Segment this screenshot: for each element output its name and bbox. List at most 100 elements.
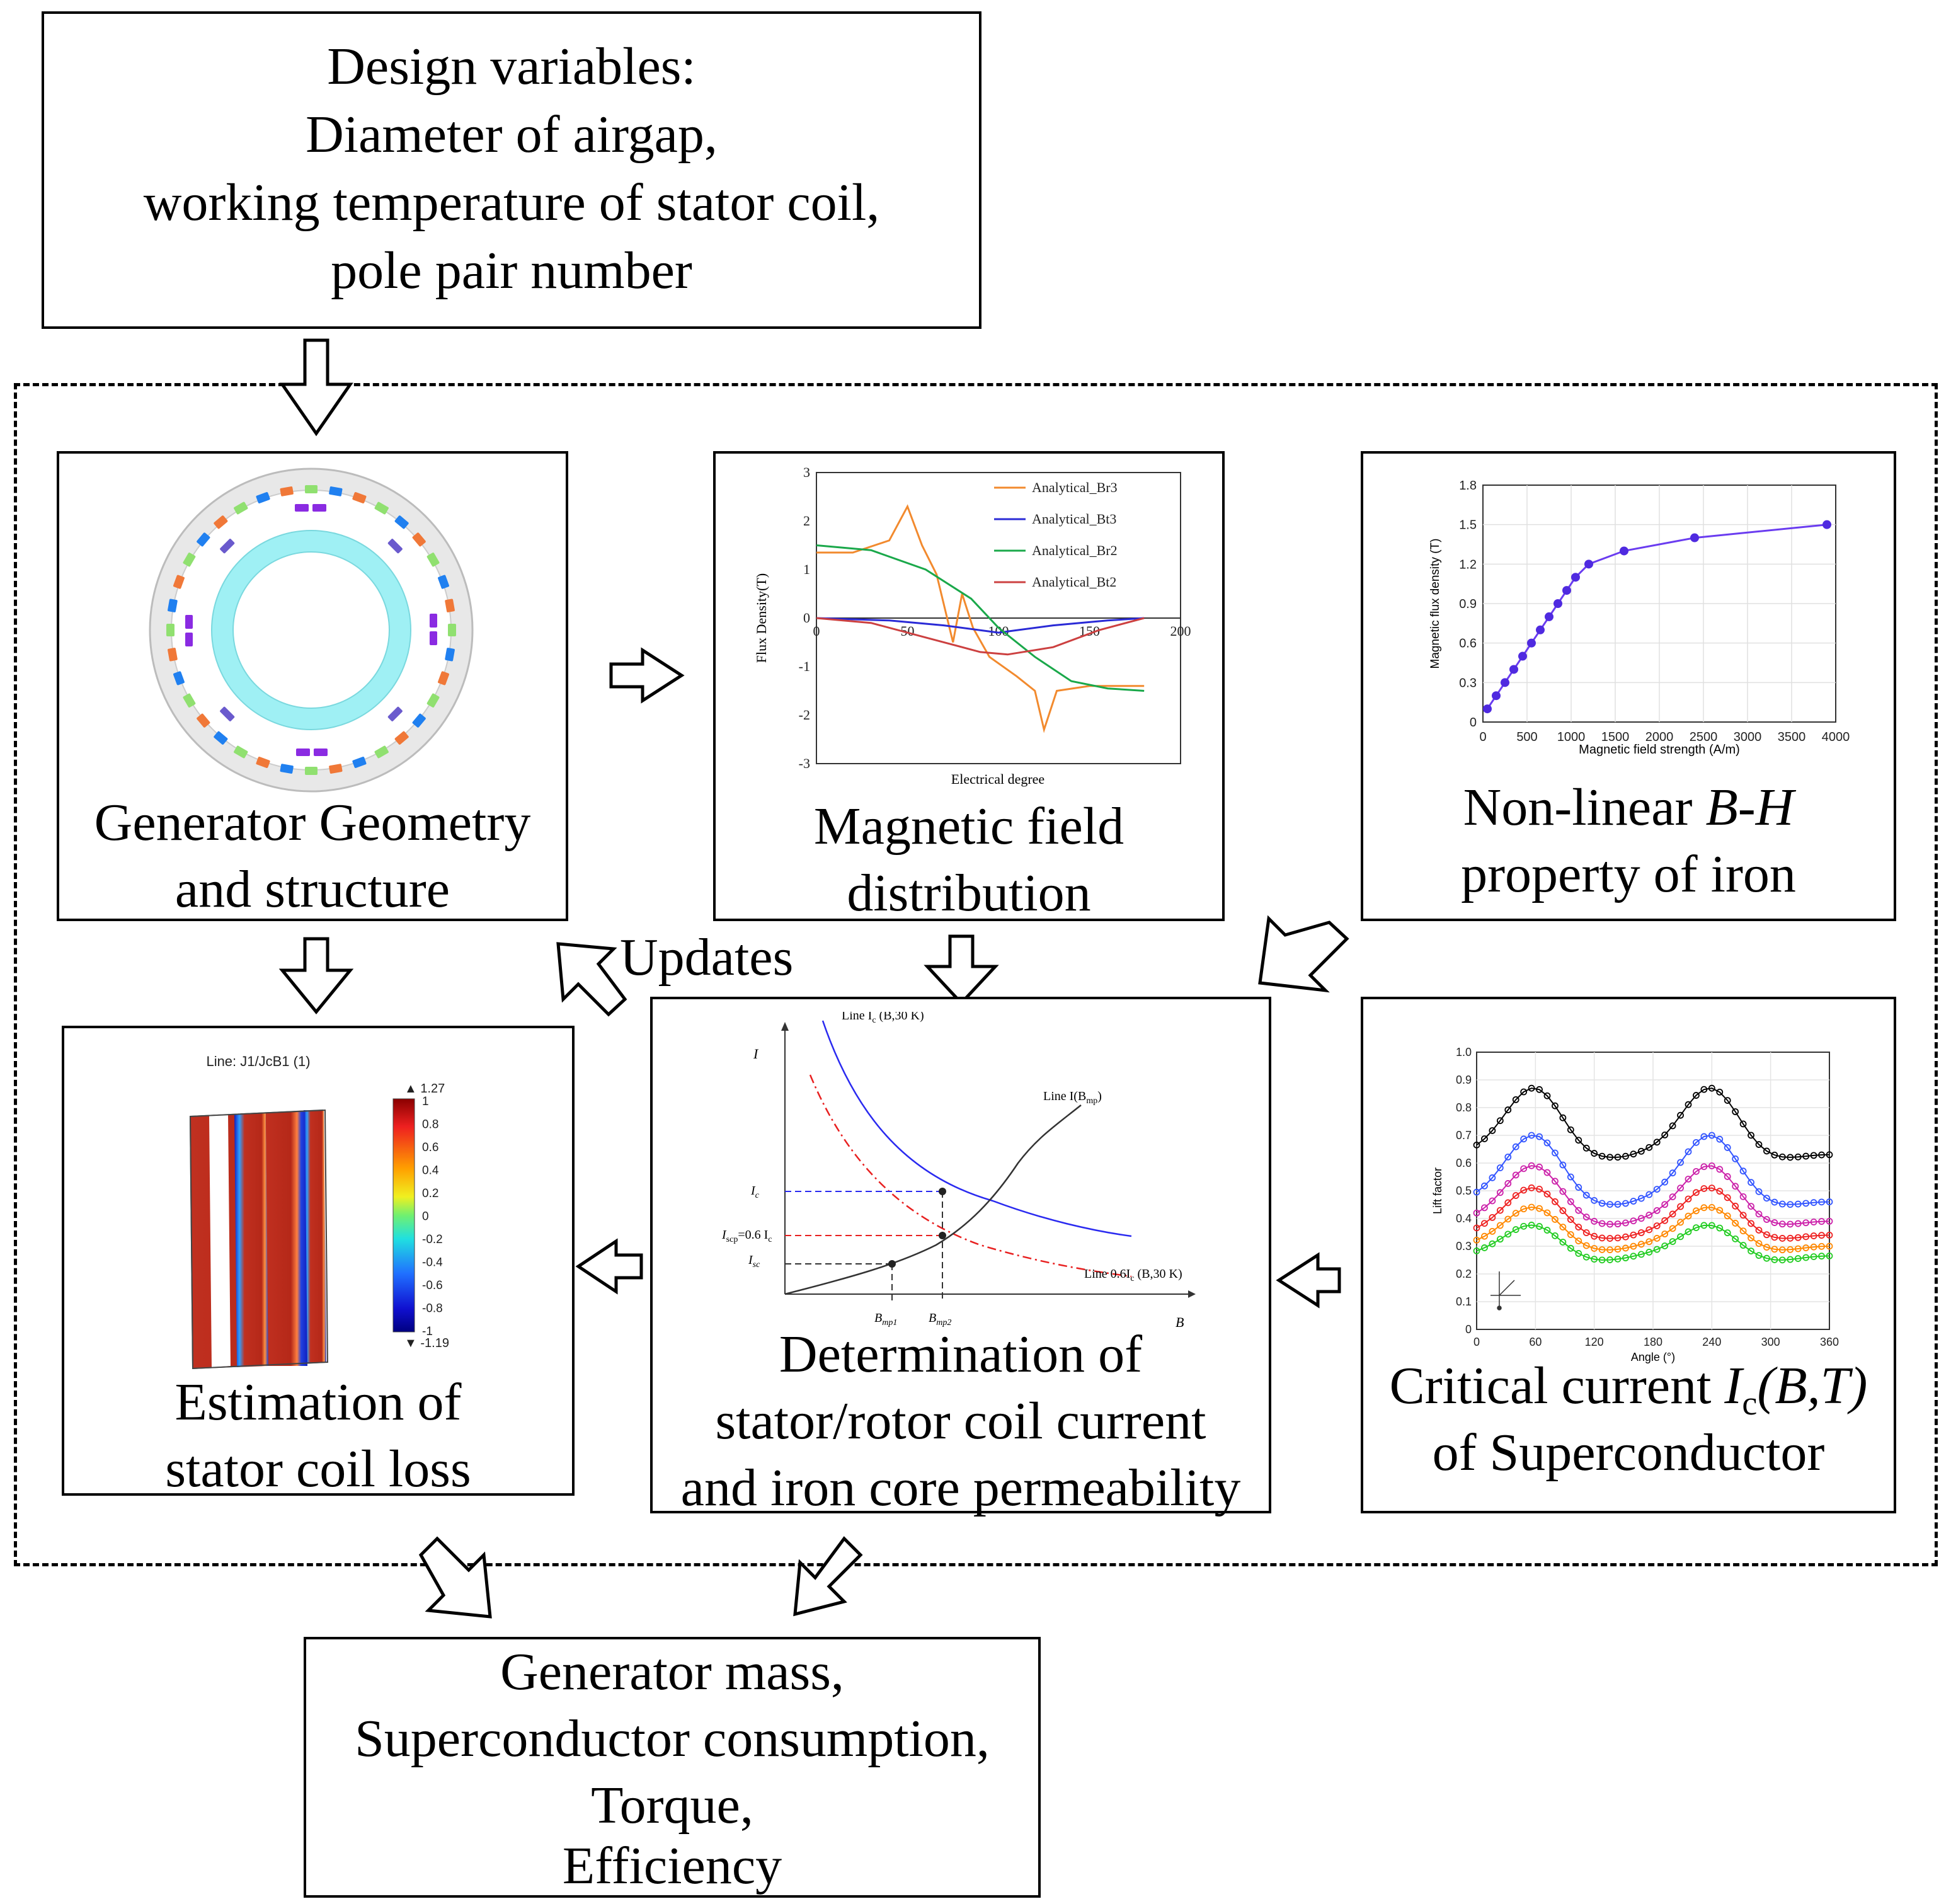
lift-series-marker	[1496, 1117, 1504, 1125]
bh-xlabel: Magnetic field strength (A/m)	[1579, 743, 1740, 757]
critical-caption-sub: c	[1742, 1384, 1758, 1422]
stator-slot	[197, 532, 210, 547]
flux-curves	[816, 504, 1145, 733]
lift-series-marker	[1637, 1215, 1645, 1222]
lift-series-marker	[1810, 1243, 1817, 1251]
flux-y-tick: -1	[799, 658, 810, 674]
flux-ylabel: Flux Density(T)	[753, 573, 769, 663]
lift-series-marker	[1778, 1153, 1786, 1161]
lift-series-marker	[1763, 1216, 1770, 1223]
loss-scale-tick: -1	[422, 1325, 433, 1338]
lift-series-marker	[1677, 1159, 1684, 1166]
lift-y-tick: 0.8	[1456, 1101, 1472, 1114]
lift-series-marker	[1653, 1222, 1661, 1230]
lift-series-marker	[1489, 1127, 1496, 1134]
lift-series-line	[1476, 1206, 1830, 1251]
loss-color-scale: 10.80.60.40.20-0.2-0.4-0.6-0.8-1	[422, 1095, 443, 1338]
lift-series-marker	[1716, 1188, 1724, 1195]
lift-series-marker	[1552, 1232, 1559, 1239]
lift-series-marker	[1520, 1135, 1528, 1143]
arrow-bh-to-determination	[1258, 915, 1349, 993]
lift-series-marker	[1716, 1224, 1724, 1232]
lift-series-marker	[1543, 1139, 1551, 1147]
bh-y-tick: 1.5	[1459, 519, 1477, 532]
lift-series-marker	[1520, 1088, 1528, 1096]
lift-series-marker	[1536, 1133, 1543, 1140]
lift-series-marker	[1543, 1209, 1551, 1217]
lift-series-marker	[1669, 1225, 1676, 1232]
lift-series-marker	[1582, 1213, 1590, 1221]
stator-slot	[445, 599, 455, 612]
lift-series-marker	[1512, 1171, 1519, 1179]
lift-series-marker	[1771, 1198, 1778, 1206]
lift-series-marker	[1567, 1244, 1574, 1252]
lift-series-marker	[1614, 1234, 1622, 1242]
lift-series-marker	[1645, 1191, 1653, 1198]
lift-series-marker	[1622, 1244, 1629, 1252]
current-determination-chart: I B Line Ic (B,30 K) Line I(Bmp) Line 0.…	[721, 1012, 1196, 1330]
lift-series-marker	[1473, 1224, 1480, 1232]
lift-series-marker	[1794, 1245, 1802, 1253]
lift-series-marker	[1669, 1238, 1676, 1245]
lift-series-marker	[1622, 1233, 1629, 1241]
lift-series-marker	[1778, 1256, 1786, 1264]
lift-series-marker	[1637, 1229, 1645, 1236]
lift-series-marker	[1645, 1226, 1653, 1234]
rotor-coil	[387, 539, 403, 554]
arrow-updates	[556, 942, 627, 1017]
lift-series-marker	[1677, 1203, 1684, 1210]
lift-series-marker	[1661, 1242, 1669, 1249]
rotor-coil	[314, 748, 328, 756]
lift-series-marker	[1582, 1242, 1590, 1249]
stator-slot	[438, 575, 449, 589]
lift-series-line	[1476, 1134, 1830, 1205]
lift-series-marker	[1614, 1246, 1622, 1253]
ib-curve	[784, 1104, 1082, 1295]
bh-x-tick: 2500	[1690, 730, 1718, 744]
lift-series-marker	[1504, 1106, 1512, 1113]
stator-slot	[256, 492, 270, 503]
lift-series-marker	[1543, 1190, 1551, 1198]
lift-series-marker	[1716, 1088, 1724, 1096]
lift-series-marker	[1818, 1151, 1825, 1159]
arrow-critical-to-determination	[1276, 1252, 1341, 1309]
design-variable-airgap: Diameter of airgap,	[306, 105, 718, 164]
lift-series-marker	[1708, 1132, 1715, 1139]
lift-series-marker	[1637, 1195, 1645, 1202]
lift-series-marker	[1606, 1256, 1613, 1263]
lift-series-marker	[1575, 1207, 1582, 1214]
lift-series-marker	[1661, 1217, 1669, 1224]
lift-series-marker	[1591, 1196, 1598, 1204]
lift-series-marker	[1724, 1144, 1731, 1151]
output-box: Generator mass, Superconductor consumpti…	[304, 1637, 1041, 1898]
stator-slot	[280, 764, 294, 774]
loss-plot-title: Line: J1/JcB1 (1)	[206, 1053, 310, 1069]
lift-series-marker	[1802, 1152, 1810, 1160]
flux-legend-label: Analytical_Bt2	[1032, 574, 1116, 590]
output-line-torque: Torque,	[591, 1776, 753, 1835]
bh-y-tick: 0.9	[1459, 597, 1477, 611]
rotor-coil	[296, 748, 310, 756]
bmp1-tick: Bmp1	[874, 1311, 897, 1328]
lift-series-marker	[1504, 1153, 1512, 1161]
stator-coil-slots	[166, 485, 456, 775]
lift-series-marker	[1724, 1229, 1731, 1237]
rotor-coil	[295, 504, 309, 512]
design-variables-title: Design variables:	[327, 37, 696, 96]
arrow-determination-to-loss	[575, 1238, 643, 1295]
lift-series-marker	[1528, 1184, 1535, 1191]
lift-series-marker	[1810, 1152, 1817, 1159]
lift-series-marker	[1724, 1212, 1731, 1220]
lift-series-marker	[1716, 1135, 1724, 1143]
lift-series-marker	[1481, 1135, 1488, 1142]
lift-series-marker	[1724, 1194, 1731, 1201]
stator-slot	[329, 764, 343, 774]
lift-x-tick: 60	[1529, 1336, 1542, 1348]
bh-point	[1501, 678, 1509, 687]
bh-caption-line2: property of iron	[1461, 845, 1796, 903]
lift-x-tick: 120	[1585, 1336, 1604, 1348]
lift-series-marker	[1552, 1216, 1559, 1223]
lift-series-marker	[1755, 1141, 1763, 1148]
bh-y-tick: 0.3	[1459, 676, 1477, 690]
lift-series-marker	[1552, 1198, 1559, 1205]
